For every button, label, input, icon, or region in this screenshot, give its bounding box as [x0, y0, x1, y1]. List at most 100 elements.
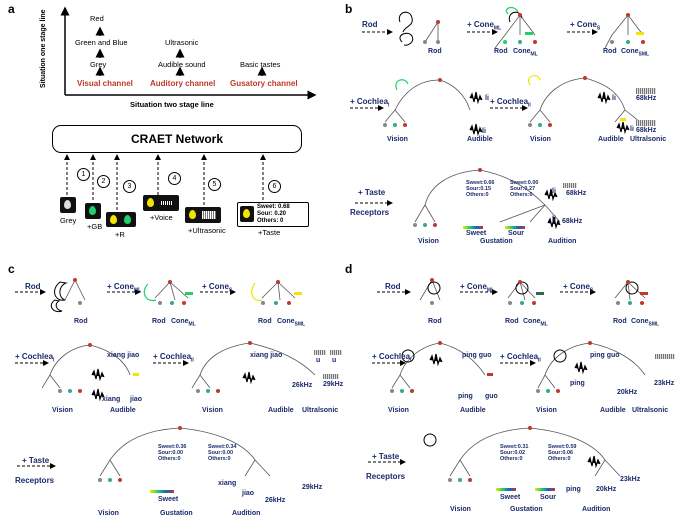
b-li-3: li: [612, 95, 616, 102]
d-ping-2: ping: [570, 380, 585, 387]
d-cone-ml-label: ConeML: [523, 318, 548, 328]
c-spectrum-u2: [330, 350, 342, 355]
b-add-taste: + Taste: [358, 188, 386, 197]
channel-gustatory: Gusatory channel: [230, 79, 298, 88]
c-spectrum-khz: [323, 374, 339, 379]
step-label-ultrasonic: +Ultrasonic: [188, 226, 226, 235]
b-rod-label: Rod: [428, 48, 442, 55]
channel-auditory: Auditory channel: [150, 79, 216, 88]
c-rod-label: Rod: [74, 318, 88, 325]
b-audible-2: Audible: [598, 136, 624, 143]
c-cone-ml-label: ConeML: [171, 318, 196, 328]
d-add-cochlea-i: + CochleaI: [372, 352, 412, 364]
b-ultrasonic-spectrum: [636, 88, 656, 94]
b-receptors: Receptors: [350, 208, 390, 217]
level-ultrasonic: Ultrasonic: [165, 38, 199, 47]
level-grey: Grey: [90, 60, 107, 69]
b-ultrasonic: Ultralsonic: [630, 136, 667, 143]
d-audible-2: Audible: [600, 407, 626, 414]
d-cone-sml-label: ConeSML: [631, 318, 660, 328]
d-rod-label-3: Rod: [613, 318, 627, 325]
d-audible-1: Audible: [460, 407, 486, 414]
step-circle-2: 2: [97, 175, 110, 188]
b-vision-2: Vision: [530, 136, 551, 143]
craet-network-box: CRAET Network: [52, 125, 302, 153]
level-red: Red: [90, 14, 104, 23]
c-sweet-label: Sweet: [158, 496, 179, 503]
b-add-cochlea-i: + CochleaI: [350, 97, 390, 109]
taste-sour: Sour: 0.20: [257, 211, 287, 217]
ultrasonic-pear-icon: [185, 207, 221, 223]
d-khz-3: 20kHz: [596, 486, 617, 493]
c-spectrum-u1: [314, 350, 326, 355]
c-khz: 29kHz: [323, 381, 344, 388]
b-cone-sml-label: ConeSML: [621, 48, 650, 58]
b-vision-1: Vision: [387, 136, 408, 143]
b-khz-2: 68kHz: [636, 127, 657, 134]
b-add-rod: Rod: [362, 20, 378, 29]
c-xiang: xiang: [102, 396, 121, 403]
d-khz-2: 20kHz: [617, 389, 638, 396]
c-jiao: jiao: [130, 396, 143, 403]
panel-label-d: d: [345, 262, 353, 276]
c-ultrasonic: Ultralsonic: [302, 407, 339, 414]
panel-label-b: b: [345, 2, 353, 16]
step-label-grey: Grey: [60, 216, 77, 225]
c-add-cone-ml: + ConeML: [107, 282, 142, 294]
d-ping-guo: ping guo: [462, 352, 492, 359]
c-vision-2: Vision: [202, 407, 223, 414]
d-add-cone-ml: + ConeML: [460, 282, 495, 294]
d-ping: ping: [458, 393, 473, 400]
taste-sweet: Sweet: 0.68: [257, 204, 290, 210]
d-khz: 23kHz: [654, 380, 675, 387]
d-add-rod: Rod: [385, 282, 401, 291]
d-sour-label: Sour: [540, 494, 556, 501]
b-sour-label: Sour: [508, 230, 524, 237]
channel-visual: Visual channel: [77, 79, 133, 88]
d-add-cochlea-ii: + CochleaII: [500, 352, 541, 364]
b-vision-3: Vision: [418, 238, 439, 245]
b-add-cochlea-ii: + CochleaII: [490, 97, 531, 109]
d-audition: Audition: [582, 506, 611, 513]
d-rod-label-2: Rod: [505, 318, 519, 325]
c-rod-label-2: Rod: [152, 318, 166, 325]
y-axis-label: Situation one stage line: [40, 9, 47, 88]
panel-label-a: a: [8, 2, 15, 16]
b-add-cone-s: + ConeS: [570, 20, 601, 32]
b-sweet-label: Sweet: [466, 230, 487, 237]
b-add-cone-ml: + ConeML: [467, 20, 502, 32]
d-sweet-receptor-bar: [496, 488, 516, 491]
step-label-taste: +Taste: [258, 228, 281, 237]
b-gustation: Gustation: [480, 238, 513, 245]
c-xiang-jiao-2: xiang jiao: [250, 352, 283, 359]
step-label-r: +R: [115, 230, 125, 239]
c-add-cochlea-ii: + CochleaII: [153, 352, 194, 364]
c-khz-4: 29kHz: [302, 484, 323, 491]
c-vision-3: Vision: [98, 510, 119, 517]
b-li-2: li: [482, 128, 486, 135]
c-add-cone-s: + ConeS: [202, 282, 233, 294]
d-sour-receptor-bar: [535, 488, 555, 491]
b-khz-1: 68kHz: [636, 95, 657, 102]
yellow-green-pear-icon: [106, 212, 136, 227]
c-jiao-3: jiao: [242, 490, 255, 497]
step-circle-5: 5: [208, 178, 221, 191]
d-khz-4: 23kHz: [620, 476, 641, 483]
taste-others: Others: 0: [257, 218, 284, 224]
b-li-6: li: [552, 216, 556, 223]
b-khz-4: 68kHz: [562, 218, 583, 225]
b-sour-receptor-bar: [505, 226, 525, 229]
b-rod-label-2: Rod: [494, 48, 508, 55]
step-circle-1: 1: [77, 168, 90, 181]
c-audition: Audition: [232, 510, 261, 517]
c-rod-label-3: Rod: [258, 318, 272, 325]
b-spectrum-3: [563, 183, 577, 188]
step-label-voice: +Voice: [150, 213, 173, 222]
d-ping-guo-2: ping guo: [590, 352, 620, 359]
d-add-cone-s: + ConeS: [563, 282, 594, 294]
b-khz-3: 68kHz: [566, 190, 587, 197]
b-ultrasonic-spectrum-2: [636, 120, 656, 126]
